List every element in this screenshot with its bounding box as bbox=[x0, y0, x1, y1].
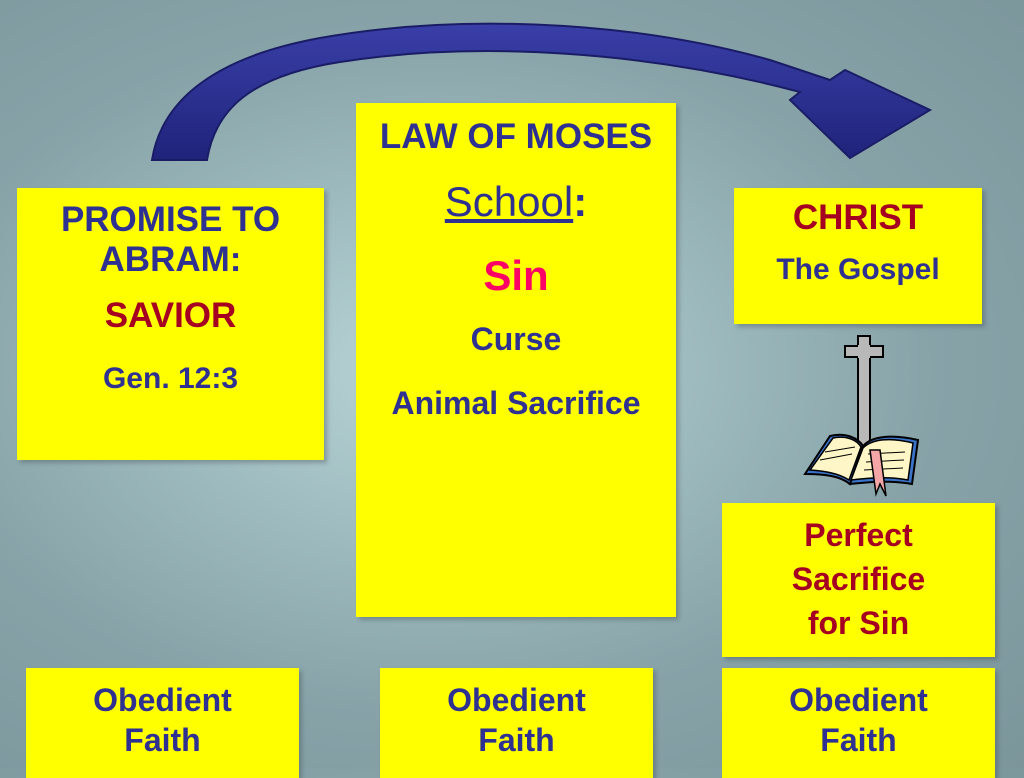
christ-box: CHRIST The Gospel bbox=[734, 188, 982, 324]
perfect-line-2: Sacrifice bbox=[791, 561, 926, 597]
perfect-sacrifice-box: Perfect Sacrifice for Sin bbox=[722, 503, 995, 657]
curse-label: Curse bbox=[470, 321, 562, 357]
faith-line-2: Faith bbox=[820, 722, 897, 758]
scripture-reference: Gen. 12:3 bbox=[102, 362, 239, 395]
savior-label: SAVIOR bbox=[104, 296, 237, 335]
curved-arrow-icon bbox=[150, 22, 933, 161]
school-word: School bbox=[444, 178, 574, 225]
law-title: LAW OF MOSES bbox=[379, 117, 653, 156]
faith-line-2: Faith bbox=[124, 722, 201, 758]
open-bible-icon bbox=[803, 433, 920, 497]
school-colon: : bbox=[573, 178, 588, 225]
school-label: School: bbox=[356, 179, 676, 225]
promise-box: PROMISE TO ABRAM: SAVIOR Gen. 12:3 bbox=[17, 188, 324, 460]
perfect-line-3: for Sin bbox=[807, 605, 910, 641]
perfect-line-1: Perfect bbox=[804, 517, 913, 553]
promise-title: PROMISE TO ABRAM: bbox=[60, 200, 281, 279]
faith-line-1: Obedient bbox=[447, 682, 586, 718]
faith-box-law: Obedient Faith bbox=[380, 668, 653, 778]
cross-and-bible-illustration bbox=[803, 335, 920, 497]
christ-title: CHRIST bbox=[792, 198, 924, 237]
sin-label: Sin bbox=[483, 252, 549, 299]
faith-box-christ: Obedient Faith bbox=[722, 668, 995, 778]
law-box: LAW OF MOSES School: Sin Curse Animal Sa… bbox=[356, 103, 676, 617]
faith-box-promise: Obedient Faith bbox=[26, 668, 299, 778]
faith-line-1: Obedient bbox=[789, 682, 928, 718]
faith-line-1: Obedient bbox=[93, 682, 232, 718]
animal-sacrifice-label: Animal Sacrifice bbox=[391, 385, 641, 421]
faith-line-2: Faith bbox=[478, 722, 555, 758]
gospel-label: The Gospel bbox=[776, 253, 940, 286]
